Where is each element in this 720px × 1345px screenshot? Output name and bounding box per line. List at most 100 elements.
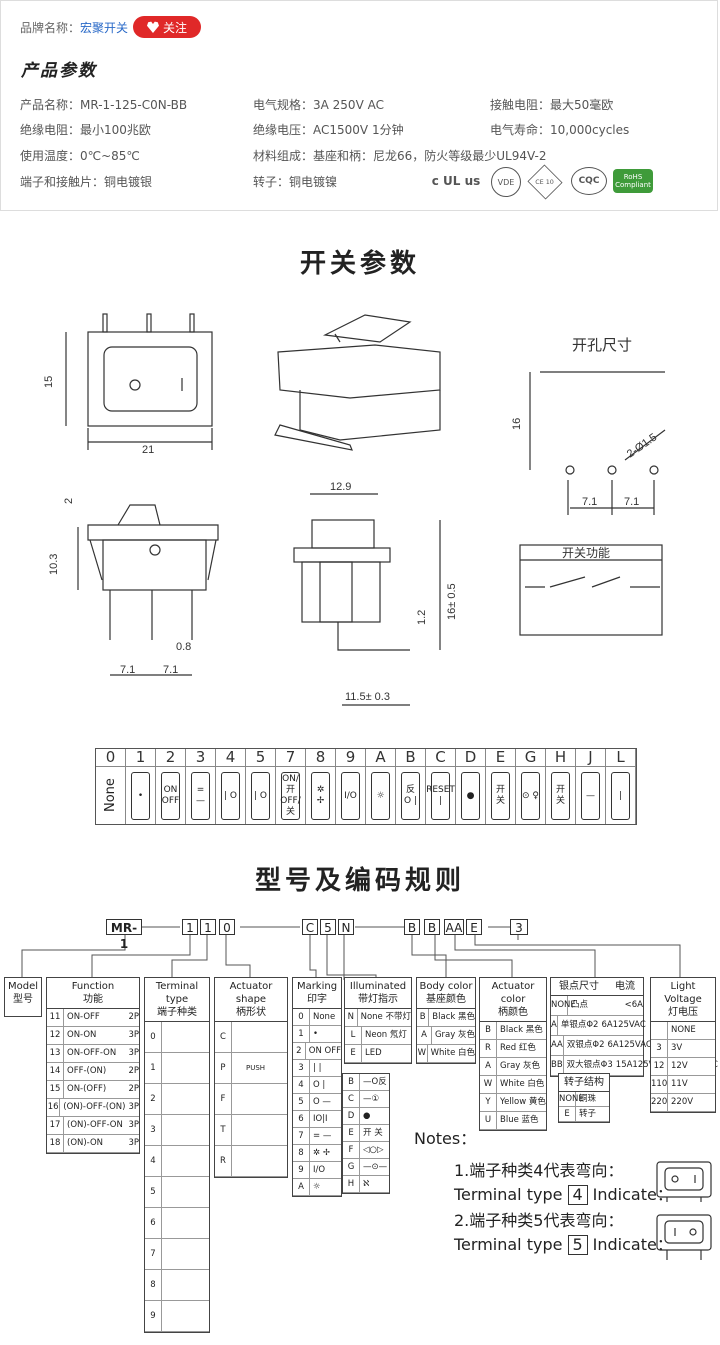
table-row: D● [343, 1108, 389, 1125]
table-cell: ◁○▷ [363, 1145, 384, 1155]
table-cell: AA [551, 1036, 564, 1055]
table-cell: 12 [47, 1027, 64, 1044]
table-row: F◁○▷ [343, 1142, 389, 1159]
code-column-mark: 开 关 [551, 772, 570, 820]
code-part: B [424, 919, 440, 935]
code-column-mark: 反 O | [401, 772, 420, 820]
table-cell: Blue 蓝色 [500, 1115, 539, 1125]
table-cell: 3 [651, 1040, 668, 1057]
heart-icon [146, 21, 159, 33]
dim-12-9: 12.9 [330, 481, 351, 493]
code-column: 8✲ ✢ [306, 749, 336, 824]
table-cell: 220 [651, 1094, 668, 1111]
brand-value[interactable]: 宏聚开关 [80, 21, 129, 35]
code-column-mark: ☼ [371, 772, 390, 820]
section-title-code-rules: 型号及编码规则 [254, 866, 465, 896]
table-row: 1 [145, 1053, 209, 1084]
table-cell: 开 关 [363, 1128, 383, 1138]
code-column: 4| O [216, 749, 246, 824]
push-label: PUSH [246, 1064, 266, 1072]
body-color-head: Body color 基座颜色 [417, 978, 475, 1009]
code-column-head: D [456, 749, 485, 767]
table-cell: A [551, 1016, 558, 1035]
product-info-card: 品牌名称：宏聚开关 关注 产品参数 产品名称：MR-1-125-C0N-BB 电… [0, 0, 718, 211]
code-column-head: 3 [186, 749, 215, 767]
table-cell: 9 [293, 1162, 310, 1178]
table-row: C—① [343, 1091, 389, 1108]
follow-button[interactable]: 关注 [133, 16, 201, 38]
table-cell: <6A [624, 1000, 643, 1010]
table-cell: L [345, 1027, 362, 1044]
table-cell: 7 [293, 1128, 310, 1144]
table-cell: OFF-(ON) [67, 1066, 107, 1076]
table-cell: W [417, 1045, 428, 1062]
table-cell: E [345, 1045, 362, 1062]
code-column-head: 9 [336, 749, 365, 767]
table-cell: 1 [145, 1053, 162, 1083]
light-voltage-head: Light Voltage 灯电压 [651, 978, 715, 1022]
table-cell: 5 [293, 1094, 310, 1110]
table-cell: 17 [47, 1117, 64, 1134]
code-part: N [338, 919, 354, 935]
table-row: B—O反 [343, 1074, 389, 1091]
table-cell: NONE [551, 996, 576, 1015]
table-cell: 8 [293, 1145, 310, 1161]
actuator-color-head: Actuator color 柄颜色 [480, 978, 546, 1022]
table-cell: 16 [47, 1099, 61, 1116]
rohs-cert-logo: RoHS Compliant [613, 169, 653, 193]
table-cell: 9 [145, 1301, 162, 1331]
table-cell: 2 [293, 1043, 306, 1059]
table-cell: Black 黑色 [432, 1012, 475, 1022]
table-row: 3| | [293, 1060, 341, 1077]
note-1: 1.端子种类4代表弯向： [454, 1161, 624, 1180]
table-cell: ℵ [363, 1179, 370, 1189]
table-cell: A [293, 1179, 310, 1195]
table-cell: F [343, 1142, 360, 1158]
cqc-cert-logo: CQC [571, 167, 607, 195]
note-1-num: 4 [567, 1185, 588, 1205]
table-cell: 双大银点Φ3 [566, 1060, 613, 1070]
table-cell: B [343, 1074, 360, 1090]
table-cell: 14 [47, 1063, 64, 1080]
code-column-head: 5 [246, 749, 275, 767]
actuator-head: Actuator shape 柄形状 [215, 978, 287, 1022]
code-column-mark: ON OFF [161, 772, 180, 820]
table-cell: 凸点 [571, 1000, 589, 1010]
table-row: 3 [145, 1115, 209, 1146]
silver-head-size: 银点尺寸 [559, 981, 599, 992]
code-column: 5| O [246, 749, 276, 824]
table-row: R [215, 1146, 287, 1177]
table-cell: 110 [651, 1076, 668, 1093]
table-cell [651, 1022, 668, 1039]
table-cell: 11V [671, 1079, 688, 1089]
table-cell: 13 [47, 1045, 64, 1062]
table-cell: ON-ON [67, 1030, 97, 1040]
code-column-mark: ON/开 OFF/关 [280, 772, 301, 820]
table-cell: Black 黑色 [500, 1025, 543, 1035]
code-column: 3= — [186, 749, 216, 824]
code-part: 5 [320, 919, 336, 935]
cutout-label: 开孔尺寸 [572, 336, 632, 354]
dim-16-pm: 16± 0.5 [446, 583, 458, 620]
param-item: 电气寿命：10,000cycles [490, 123, 630, 137]
param-item: 端子和接触片：铜电镀银 [20, 175, 153, 189]
code-column: A☼ [366, 749, 396, 824]
dim-hole: 2-Ø1.5 [625, 431, 659, 460]
